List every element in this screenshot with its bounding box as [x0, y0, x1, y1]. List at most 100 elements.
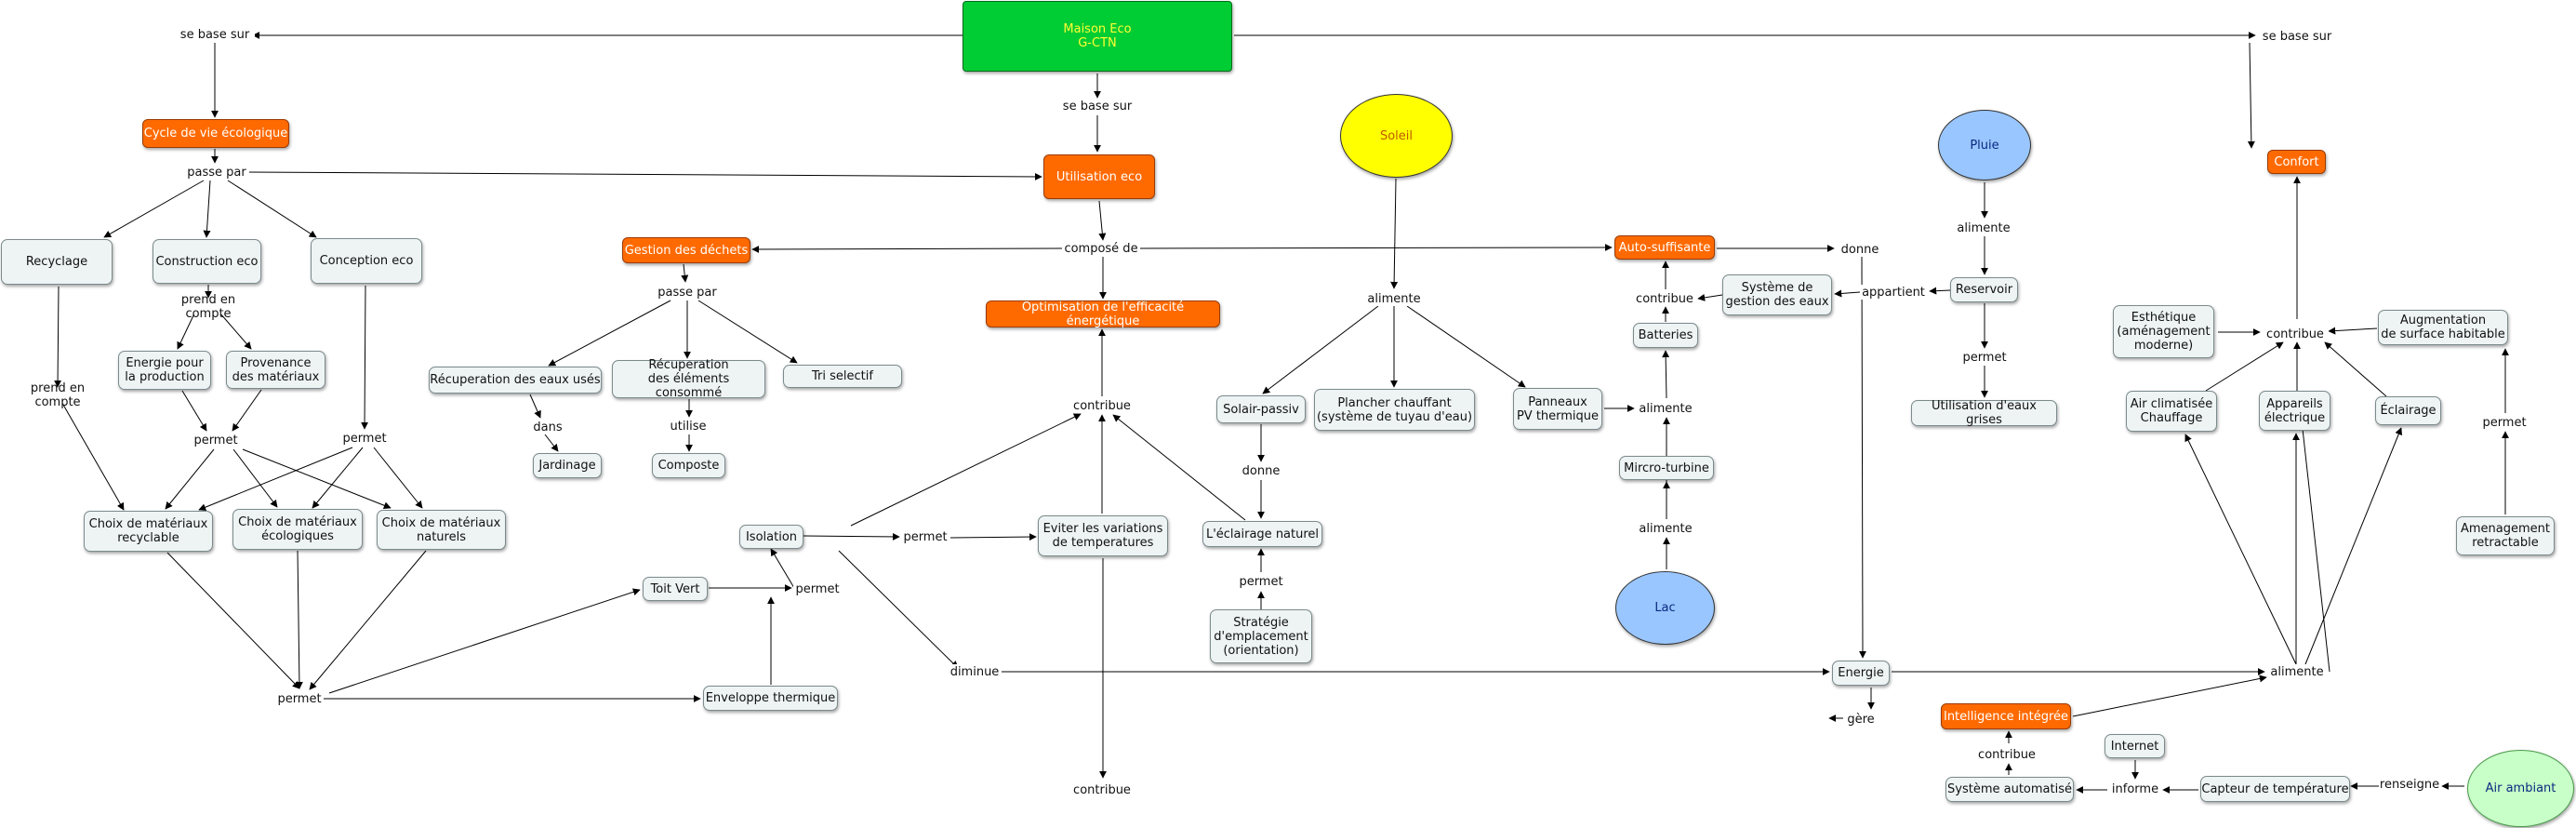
link-renseigne: renseigne	[2379, 777, 2440, 792]
choix-naturels-node[interactable]: Choix de matériaux naturels	[377, 510, 506, 550]
link-passe-par-1: passe par	[184, 165, 249, 180]
connection-line	[1929, 287, 1951, 295]
link-donne-auto: donne	[1837, 242, 1883, 257]
link-appartient: appartient	[1860, 285, 1927, 300]
confort-node[interactable]: Confort	[2267, 150, 2326, 174]
connection-line	[295, 550, 303, 689]
jardinage-node[interactable]: Jardinage	[533, 453, 602, 478]
connection-line	[181, 390, 207, 432]
batteries-node[interactable]: Batteries	[1633, 323, 1698, 348]
link-compose-de: composé de	[1062, 241, 1140, 256]
link-alimente-lac: alimente	[1636, 521, 1695, 536]
connection-line	[681, 263, 689, 283]
link-contribue-intel: contribue	[1975, 747, 2038, 762]
connection-line	[544, 434, 559, 452]
link-contribue-confort: contribue	[2262, 327, 2329, 341]
eclairage-node[interactable]: Éclairage	[2375, 396, 2441, 425]
connection-line	[1139, 244, 1613, 252]
connection-line	[949, 533, 1037, 541]
link-permet-amenagement: permet	[2480, 415, 2529, 430]
eaux-grises-node[interactable]: Utilisation d'eaux grises	[1911, 399, 2057, 427]
systeme-auto-node[interactable]: Système automatisé	[1945, 777, 2074, 802]
gestion-dechets-node[interactable]: Gestion des déchets	[622, 237, 750, 263]
choix-recyclable-node[interactable]: Choix de matériaux recyclable	[84, 511, 213, 552]
link-donne-eclairage: donne	[1238, 463, 1284, 478]
recup-elements-node[interactable]: Récuperation des éléments consommé	[612, 358, 765, 400]
isolation-node[interactable]: Isolation	[739, 525, 803, 549]
link-permet-left: permet	[192, 433, 240, 447]
connection-line	[838, 550, 959, 669]
connection-line	[166, 552, 300, 689]
link-permet-toit: permet	[793, 581, 842, 596]
toit-vert-node[interactable]: Toit Vert	[643, 577, 708, 601]
link-permet-bottom: permet	[275, 691, 324, 706]
esthetique-node[interactable]: Esthétique (aménagement moderne)	[2113, 305, 2214, 358]
connection-line	[328, 588, 641, 694]
connection-line	[242, 448, 392, 510]
connection-line	[62, 404, 125, 511]
appareils-node[interactable]: Appareils électrique	[2259, 391, 2330, 431]
connection-line	[1390, 178, 1399, 289]
recyclage-node[interactable]: Recyclage	[1, 239, 113, 285]
internet-node[interactable]: Internet	[2105, 734, 2165, 758]
connection-line	[1697, 293, 1723, 301]
connection-line	[103, 180, 205, 238]
link-alimente-soleil: alimente	[1364, 291, 1424, 306]
energie-node[interactable]: Energie	[1832, 661, 1890, 686]
provenance-materiaux-node[interactable]: Provenance des matériaux	[226, 351, 325, 389]
energie-production-node[interactable]: Energie pour la production	[118, 351, 211, 390]
tri-selectif-node[interactable]: Tri selectif	[783, 365, 902, 388]
connection-line	[2247, 42, 2255, 149]
connection-line	[198, 447, 353, 511]
connection-line	[203, 180, 211, 238]
link-prend-en-compte-2: prend en compte	[6, 381, 110, 409]
auto-suffisante-node[interactable]: Auto-suffisante	[1614, 235, 1715, 260]
soleil-node[interactable]: Soleil	[1340, 94, 1453, 178]
connection-line	[1112, 414, 1246, 521]
connection-line	[246, 171, 1042, 180]
strategie-node[interactable]: Stratégie d'emplacement (orientation)	[1210, 609, 1312, 663]
connection-line	[312, 447, 364, 509]
recup-eaux-uses-node[interactable]: Récuperation des eaux usés	[429, 367, 602, 394]
conception-eco-node[interactable]: Conception eco	[311, 238, 422, 284]
solair-passiv-node[interactable]: Solair-passiv	[1216, 395, 1306, 423]
optimisation-node[interactable]: Optimisation de l'efficacité énergétique	[986, 300, 1220, 328]
composte-node[interactable]: Composte	[652, 453, 725, 478]
link-utilise: utilise	[665, 419, 711, 434]
augmentation-node[interactable]: Augmentation de surface habitable	[2378, 310, 2508, 345]
systeme-eaux-node[interactable]: Système de gestion des eaux	[1722, 274, 1832, 315]
link-se-base-sur-left: se base sur	[175, 27, 255, 42]
connection-line	[2072, 674, 2267, 717]
air-climatisee-node[interactable]: Air climatisée Chauffage	[2126, 391, 2217, 432]
cycle-de-vie-node[interactable]: Cycle de vie écologique	[142, 119, 289, 148]
eviter-variations-node[interactable]: Eviter les variations de temperatures	[1038, 515, 1168, 556]
construction-eco-node[interactable]: Construction eco	[153, 239, 261, 284]
lac-node[interactable]: Lac	[1615, 571, 1715, 645]
connection-line	[2328, 327, 2378, 335]
connection-line	[2205, 341, 2284, 392]
air-ambiant-node[interactable]: Air ambiant	[2467, 750, 2574, 827]
choix-ecologiques-node[interactable]: Choix de matériaux écologiques	[232, 509, 363, 550]
pluie-node[interactable]: Pluie	[1938, 110, 2031, 180]
connection-line	[54, 286, 62, 388]
capteur-node[interactable]: Capteur de température	[2200, 776, 2350, 802]
micro-turbine-node[interactable]: Mircro-turbine	[1619, 456, 1714, 480]
eclairage-naturel-node[interactable]: L'éclairage naturel	[1202, 521, 1322, 547]
link-permet-reservoir: permet	[1960, 350, 2009, 365]
connection-line	[1406, 305, 1526, 388]
connection-line	[219, 313, 252, 350]
amenagement-node[interactable]: Amenagement retractable	[2456, 516, 2555, 555]
connection-line	[2324, 341, 2387, 397]
enveloppe-node[interactable]: Enveloppe thermique	[703, 686, 838, 711]
connection-line	[770, 548, 795, 589]
reservoir-node[interactable]: Reservoir	[1950, 277, 2018, 302]
utilisation-eco-node[interactable]: Utilisation eco	[1043, 154, 1155, 199]
intelligence-node[interactable]: Intelligence intégrée	[1941, 703, 2071, 729]
link-permet-strategie: permet	[1237, 574, 1285, 589]
maison-eco-node[interactable]: Maison Eco G-CTN	[963, 1, 1232, 72]
panneaux-node[interactable]: Panneaux PV thermique	[1513, 388, 1602, 430]
link-contribue-auto: contribue	[1633, 291, 1696, 306]
connection-line	[2296, 403, 2330, 673]
plancher-node[interactable]: Plancher chauffant (système de tuyau d'e…	[1314, 389, 1475, 431]
